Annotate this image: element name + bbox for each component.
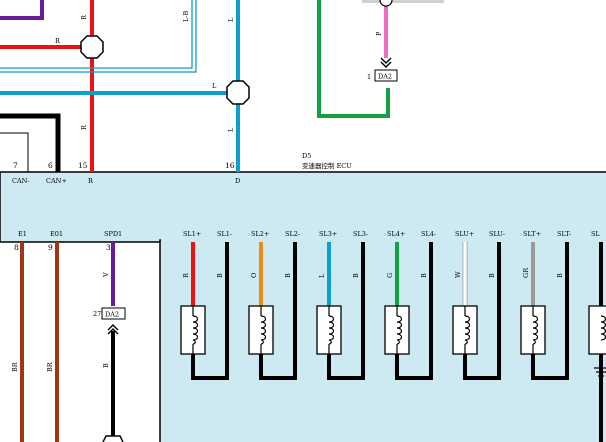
r-signal: R — [88, 177, 94, 185]
wire-code-sl3-minusplus: L — [318, 273, 326, 278]
ground-icon — [594, 354, 606, 377]
ecu-seam-cover — [161, 239, 606, 243]
d-signal: D — [235, 177, 240, 185]
e1-signal: E1 — [18, 230, 27, 238]
wire-code-sl4-minusplus: G — [386, 273, 394, 278]
wire-code-sl1-minusplus: R — [182, 272, 190, 278]
pin-9-num: 9 — [48, 243, 53, 252]
connector-arrow-top — [380, 57, 392, 68]
solenoid-coil-winding — [192, 315, 199, 345]
splice-node-blue — [226, 80, 250, 105]
gray-component — [362, 0, 444, 3]
pin-15-num: 15 — [78, 161, 88, 170]
can-plus-signal: CAN+ — [46, 177, 67, 185]
signal-sl1-minusplus: SL1+ — [183, 230, 201, 238]
pink-wire-label: P — [375, 31, 383, 36]
ecu-code: D5 — [302, 152, 311, 160]
da2-top-box — [374, 69, 398, 82]
can-minus-signal: CAN- — [12, 177, 30, 185]
signal-sl2-minus: SL2- — [285, 230, 300, 238]
e01-wire-label: BR — [46, 361, 54, 372]
signal-slu-minusplus: SLU+ — [455, 230, 474, 238]
pink-wire-cap — [379, 0, 393, 7]
wire-code-sl2-minusplus: O — [250, 273, 258, 278]
red-wire-top-label: R — [80, 14, 88, 20]
da2-bottom-label: DA2 — [105, 311, 119, 319]
red-wire-horizontal-label: R — [55, 37, 61, 45]
solenoid-coil-winding — [260, 315, 267, 345]
solenoid-coil-winding — [532, 315, 539, 345]
blue-wire-top-label: L — [227, 17, 235, 22]
solenoid-coil-winding — [464, 315, 471, 345]
wire-code-sl2-minus: B — [284, 273, 292, 278]
blue-wire-vertical-label: L — [227, 127, 235, 132]
connector-arrow-bottom — [107, 324, 119, 335]
wire-code-sl4-minus: B — [420, 273, 428, 278]
da2-bottom-pin: 27 — [93, 310, 101, 318]
solenoid-return-loop — [395, 306, 433, 380]
solenoid-coil-winding — [600, 315, 606, 341]
wire-code-sl3-minus: B — [352, 273, 360, 278]
wire-code-slu-minusplus: W — [454, 271, 462, 278]
signal-sl4-minusplus: SL4+ — [387, 230, 405, 238]
e01-signal: E01 — [50, 230, 63, 238]
spd-lower-wire-label: B — [102, 363, 110, 368]
solenoid-coil-winding — [396, 315, 403, 345]
pin-6-num: 6 — [48, 161, 53, 170]
signal-sl3-minus: SL3- — [353, 230, 368, 238]
splice-node-bottom — [102, 435, 124, 442]
da2-bottom-box — [101, 307, 126, 320]
solenoid-coil-winding — [328, 315, 335, 345]
splice-node-red — [80, 35, 104, 59]
solenoid-return-loop — [191, 306, 229, 380]
lb-wire-label: L-B — [182, 10, 190, 22]
e1-wire-label: BR — [11, 361, 19, 372]
spd1-signal: SPD1 — [104, 230, 122, 238]
ecu-body — [0, 171, 606, 243]
red-wire-vertical-label: R — [80, 124, 88, 130]
signal-sl1-minus: SL1- — [217, 230, 232, 238]
pin-16-num: 16 — [225, 161, 235, 170]
purple-wire-top — [0, 0, 44, 20]
solenoid-return-loop — [463, 306, 501, 380]
signal-slu-minus: SLU- — [489, 230, 505, 238]
can-wire-inner — [0, 132, 29, 172]
wire-code-slt-minus: B — [556, 273, 564, 278]
solenoid-return-loop — [327, 306, 365, 380]
green-wire — [317, 0, 390, 118]
blue-wire-horizontal-label: L — [212, 82, 217, 90]
signal-sl: SL — [591, 230, 600, 238]
pin-7-num: 7 — [13, 161, 18, 170]
da2-top-label: DA2 — [378, 73, 392, 81]
lb-wire-inner — [0, 0, 193, 69]
can-wire-outer — [0, 113, 61, 172]
solenoid-coil-icon — [588, 305, 606, 355]
signal-sl4-minus: SL4- — [421, 230, 436, 238]
da2-top-pin: 1 — [367, 73, 371, 81]
solenoid-return-loop — [531, 306, 569, 380]
signal-sl2-minusplus: SL2+ — [251, 230, 269, 238]
signal-sl3-minusplus: SL3+ — [319, 230, 337, 238]
pin-8-num: 8 — [14, 243, 19, 252]
ecu-name: 变速器控制 ECU — [302, 161, 352, 170]
solenoid-group: SL1+ R SL1- B SL2+ O SL2- B SL3+ L SL3- B SL4+ G SL4- B… — [180, 230, 606, 442]
wire-code-slt-minusplus: GR — [522, 267, 530, 278]
solenoid-return-loop — [259, 306, 297, 380]
pin-3-num: 3 — [106, 243, 111, 252]
lb-wire-outer — [0, 0, 197, 73]
signal-slt-minusplus: SLT+ — [523, 230, 541, 238]
wire-code-sl1-minus: B — [216, 273, 224, 278]
signal-slt-minus: SLT- — [557, 230, 571, 238]
wire-code-slu-minus: B — [488, 273, 496, 278]
spd1-wire-label: V — [102, 272, 110, 278]
